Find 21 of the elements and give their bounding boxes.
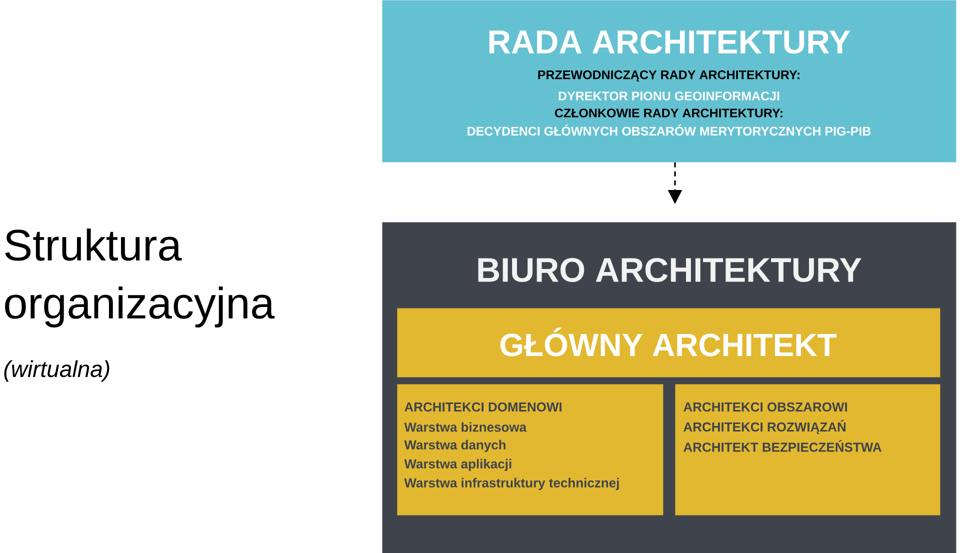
text-line: Warstwa biznesowa: [404, 422, 527, 432]
text-line: Warstwa danych: [404, 440, 506, 452]
text-line: ARCHITEKT BEZPIECZEŃSTWA: [684, 440, 882, 452]
title: Struktura organizacyjna: [5, 228, 275, 328]
heading: BIURO ARCHITEKTURY: [478, 258, 862, 282]
heading: GŁÓWNY ARCHITEKT: [500, 328, 836, 356]
text-line: CZŁONKOWIE RADY ARCHITEKTURY:: [554, 108, 782, 118]
text-line: Warstwa infrastruktury technicznej: [404, 478, 619, 490]
text-line: PRZEWODNICZĄCY RADY ARCHITEKTURY:: [538, 70, 800, 82]
heading: ARCHITEKCI DOMENOWI: [404, 402, 562, 412]
text-line: DYREKTOR PIONU GEOINFORMACJI: [558, 92, 780, 100]
council-box: [382, 0, 956, 162]
subtitle: (wirtualna): [4, 360, 110, 382]
team-box: [397, 384, 664, 516]
heading: RADA ARCHITEKTURY: [489, 30, 850, 54]
team-box: [675, 384, 940, 516]
chief-architect-box: [397, 308, 940, 378]
text-line: ARCHITEKCI ROZWIĄZAŃ: [684, 420, 846, 434]
heading: ARCHITEKCI OBSZAROWI: [684, 402, 847, 412]
text-line: Warstwa aplikacji: [404, 458, 512, 472]
text-line: DECYDENCI GŁÓWNYCH OBSZARÓW MERYTORYCZNYCH PIG-PIB: [468, 124, 871, 136]
